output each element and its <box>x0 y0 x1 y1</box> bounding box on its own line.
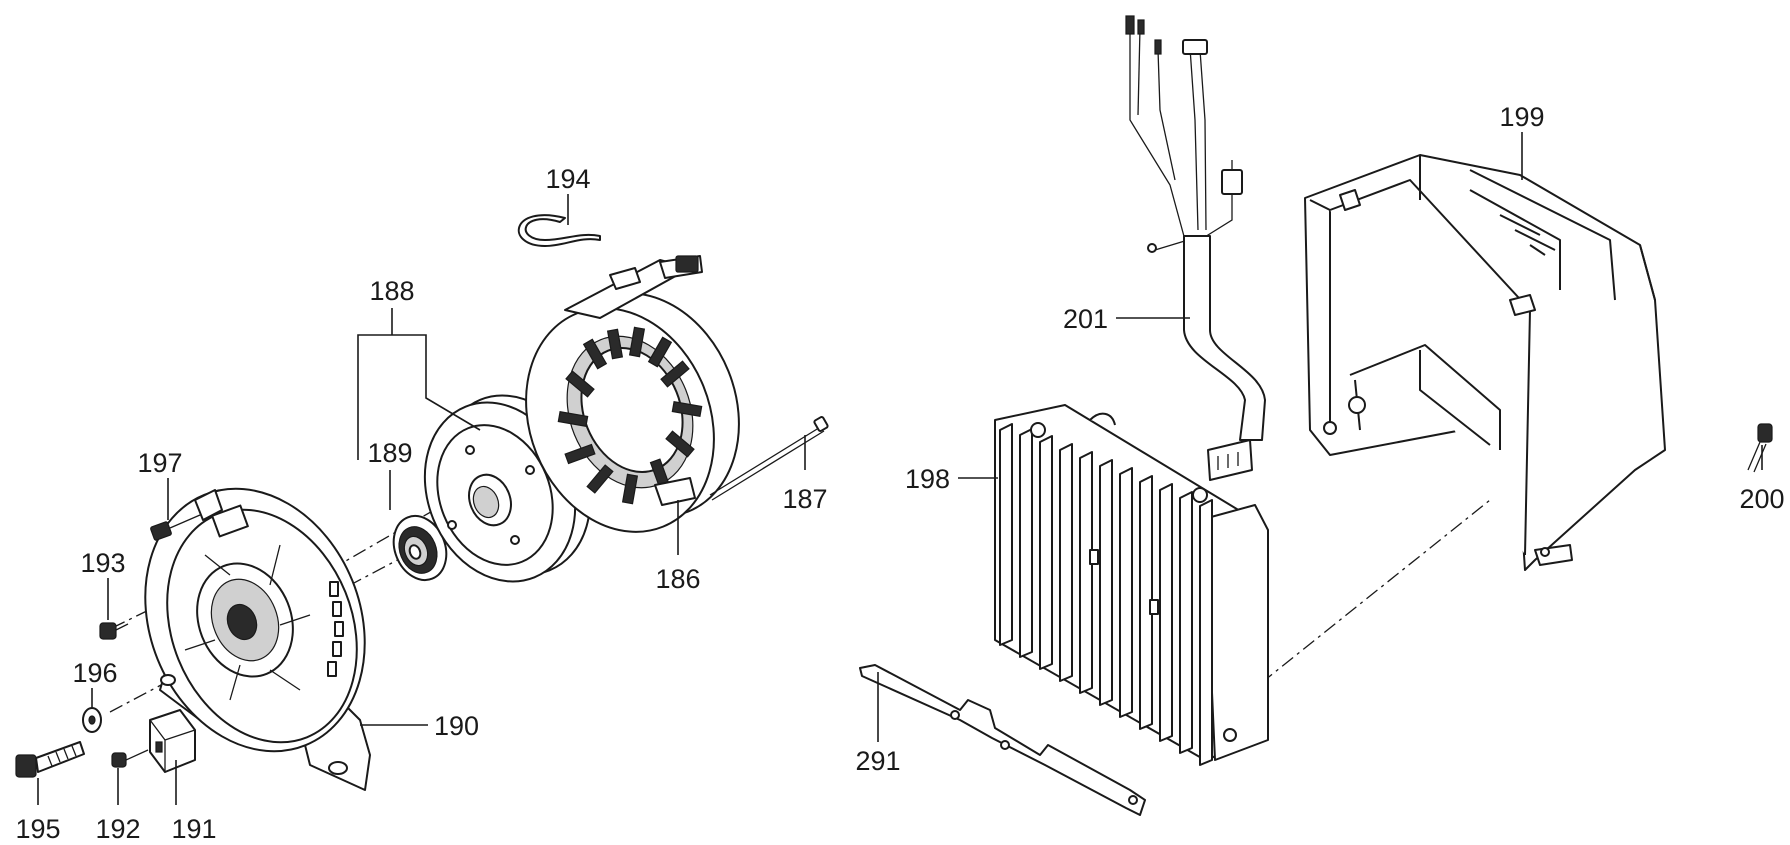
screw-192 <box>111 749 149 768</box>
label-192: 192 <box>95 814 140 844</box>
housing-199 <box>1304 154 1666 571</box>
label-201: 201 <box>1063 304 1108 334</box>
bearing-189 <box>392 515 448 581</box>
mounting-bracket-291 <box>859 664 1146 816</box>
label-190: 190 <box>434 711 479 741</box>
wire-harness-201 <box>1125 15 1266 481</box>
stator-186 <box>525 255 740 533</box>
assembly-axis-right <box>1239 459 1541 701</box>
label-198: 198 <box>905 464 950 494</box>
label-199: 199 <box>1499 102 1544 132</box>
screw-200 <box>1747 423 1773 473</box>
label-188: 188 <box>369 276 414 306</box>
stator-slots <box>557 326 703 505</box>
screw-193 <box>99 622 129 640</box>
label-187: 187 <box>782 484 827 514</box>
leader-188 <box>357 308 481 460</box>
label-291: 291 <box>855 746 900 776</box>
bolt-197 <box>150 514 201 541</box>
inverter-198 <box>994 404 1269 766</box>
label-186: 186 <box>655 564 700 594</box>
label-189: 189 <box>367 438 412 468</box>
bolt-195 <box>15 741 85 778</box>
label-193: 193 <box>80 548 125 578</box>
label-195: 195 <box>15 814 60 844</box>
heatsink-fins <box>999 423 1213 766</box>
rectifier-191 <box>149 709 196 773</box>
label-194: 194 <box>545 164 590 194</box>
label-191: 191 <box>171 814 216 844</box>
label-197: 197 <box>137 448 182 478</box>
label-200: 200 <box>1739 484 1784 514</box>
label-196: 196 <box>72 658 117 688</box>
cable-tie-194 <box>517 214 601 247</box>
washer-196 <box>82 707 102 733</box>
end-bell-bracket <box>144 487 371 791</box>
